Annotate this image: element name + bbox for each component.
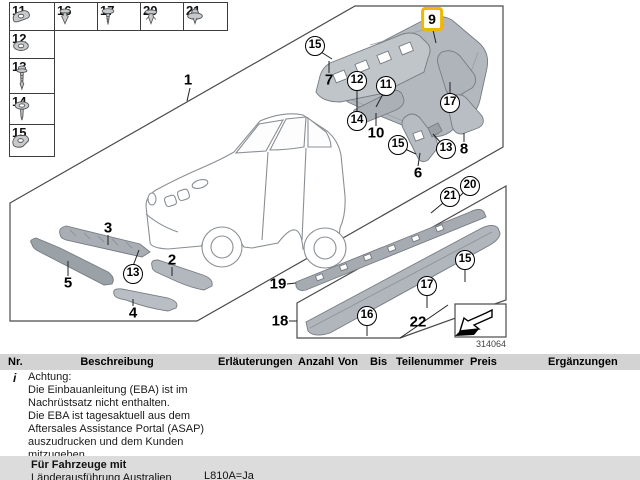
grommet-clip-icon xyxy=(187,7,203,25)
note-row-marker: i xyxy=(13,371,17,385)
washer-icon xyxy=(13,40,29,51)
col-header-nr: Nr. xyxy=(8,356,23,368)
fastener-cell-20[interactable]: 20 xyxy=(140,2,184,31)
callout-18[interactable]: 18 xyxy=(271,312,289,330)
col-header-preis: Preis xyxy=(470,356,497,368)
col-header-teilenummer: Teilenummer xyxy=(396,356,464,368)
callout-circled-11[interactable]: 11 xyxy=(376,76,396,96)
callout-circled-13a[interactable]: 13 xyxy=(123,264,143,284)
callout-10[interactable]: 10 xyxy=(367,124,385,142)
clamp-nut-icon xyxy=(12,134,29,148)
callout-circled-17a[interactable]: 17 xyxy=(440,93,460,113)
leader-lines xyxy=(67,29,466,339)
sheet-clip-icon xyxy=(12,9,30,22)
col-header-von: Von xyxy=(338,356,358,368)
vehicle-filter-code: L810A=Ja xyxy=(204,470,254,480)
callout-circled-20[interactable]: 20 xyxy=(460,176,480,196)
washer-screw-icon xyxy=(14,101,30,121)
callout-circled-21[interactable]: 21 xyxy=(440,187,460,207)
callout-circled-14[interactable]: 14 xyxy=(347,111,367,131)
note-line: Die EBA ist tagesaktuell aus dem xyxy=(28,410,191,422)
callout-circled-15c[interactable]: 15 xyxy=(455,250,475,270)
expansion-rivet-icon xyxy=(59,8,71,25)
col-header-anzahl: Anzahl xyxy=(298,356,335,368)
col-header-ergaenzungen: Ergänzungen xyxy=(548,356,618,368)
fastener-cell-21[interactable]: 21 xyxy=(183,2,228,31)
fastener-cell-12[interactable]: 12 xyxy=(9,30,55,59)
callout-circled-12[interactable]: 12 xyxy=(347,71,367,91)
fastener-cell-14[interactable]: 14 xyxy=(9,93,55,125)
callout-circled-17b[interactable]: 17 xyxy=(417,276,437,296)
callout-19[interactable]: 19 xyxy=(269,275,287,293)
note-line: auszudrucken und dem Kunden xyxy=(28,436,184,448)
callout-circled-16[interactable]: 16 xyxy=(357,306,377,326)
diagram-code: 314064 xyxy=(475,339,506,349)
exploded-parts-diagram xyxy=(9,5,507,339)
fastener-cell-16[interactable]: 16 xyxy=(54,2,98,31)
callout-circled-15a[interactable]: 15 xyxy=(305,36,325,56)
vehicle-outline xyxy=(145,113,347,269)
fastener-cell-11[interactable]: 11 xyxy=(9,2,55,31)
callout-7[interactable]: 7 xyxy=(324,71,334,89)
upper-frame-outline xyxy=(9,5,504,322)
callout-4[interactable]: 4 xyxy=(128,304,138,322)
front-lip-parts xyxy=(30,225,213,312)
long-screw-icon xyxy=(16,65,28,91)
direction-arrow-icon xyxy=(454,303,507,338)
callout-5[interactable]: 5 xyxy=(63,274,73,292)
callout-highlighted-9[interactable]: 9 xyxy=(421,7,443,31)
lower-frame-outline xyxy=(296,184,507,339)
table-header-row xyxy=(0,354,640,370)
expanding-clip-icon xyxy=(144,9,158,25)
col-header-bis: Bis xyxy=(370,356,388,368)
callout-8[interactable]: 8 xyxy=(459,140,469,158)
vehicle-filter-line: Länderausführung Australien xyxy=(31,472,172,480)
vehicle-filter-row[interactable] xyxy=(0,456,640,480)
note-line: Die Einbauanleitung (EBA) ist im xyxy=(28,384,188,396)
callout-6[interactable]: 6 xyxy=(413,164,423,182)
fastener-cell-13[interactable]: 13 xyxy=(9,58,55,94)
callout-1[interactable]: 1 xyxy=(183,71,193,89)
note-line: Aftersales Assistance Portal (ASAP) xyxy=(28,423,205,435)
note-line: Nachrüstsatz nicht enthalten. xyxy=(28,397,170,409)
side-skirt-parts xyxy=(295,209,501,336)
callout-circled-15b[interactable]: 15 xyxy=(388,135,408,155)
col-header-erlaeuterungen: Erläuterungen xyxy=(218,356,293,368)
callout-3[interactable]: 3 xyxy=(103,219,113,237)
callout-circled-13b[interactable]: 13 xyxy=(436,139,456,159)
fastener-cell-15[interactable]: 15 xyxy=(9,124,55,157)
fastener-cell-17[interactable]: 17 xyxy=(97,2,141,31)
note-line: Achtung: xyxy=(28,371,72,383)
callout-22[interactable]: 22 xyxy=(409,313,427,331)
col-header-beschreibung: Beschreibung xyxy=(80,356,154,368)
callout-2[interactable]: 2 xyxy=(167,251,177,269)
vehicle-filter-title: Für Fahrzeuge mit xyxy=(31,459,127,471)
screw-icon xyxy=(101,7,115,25)
